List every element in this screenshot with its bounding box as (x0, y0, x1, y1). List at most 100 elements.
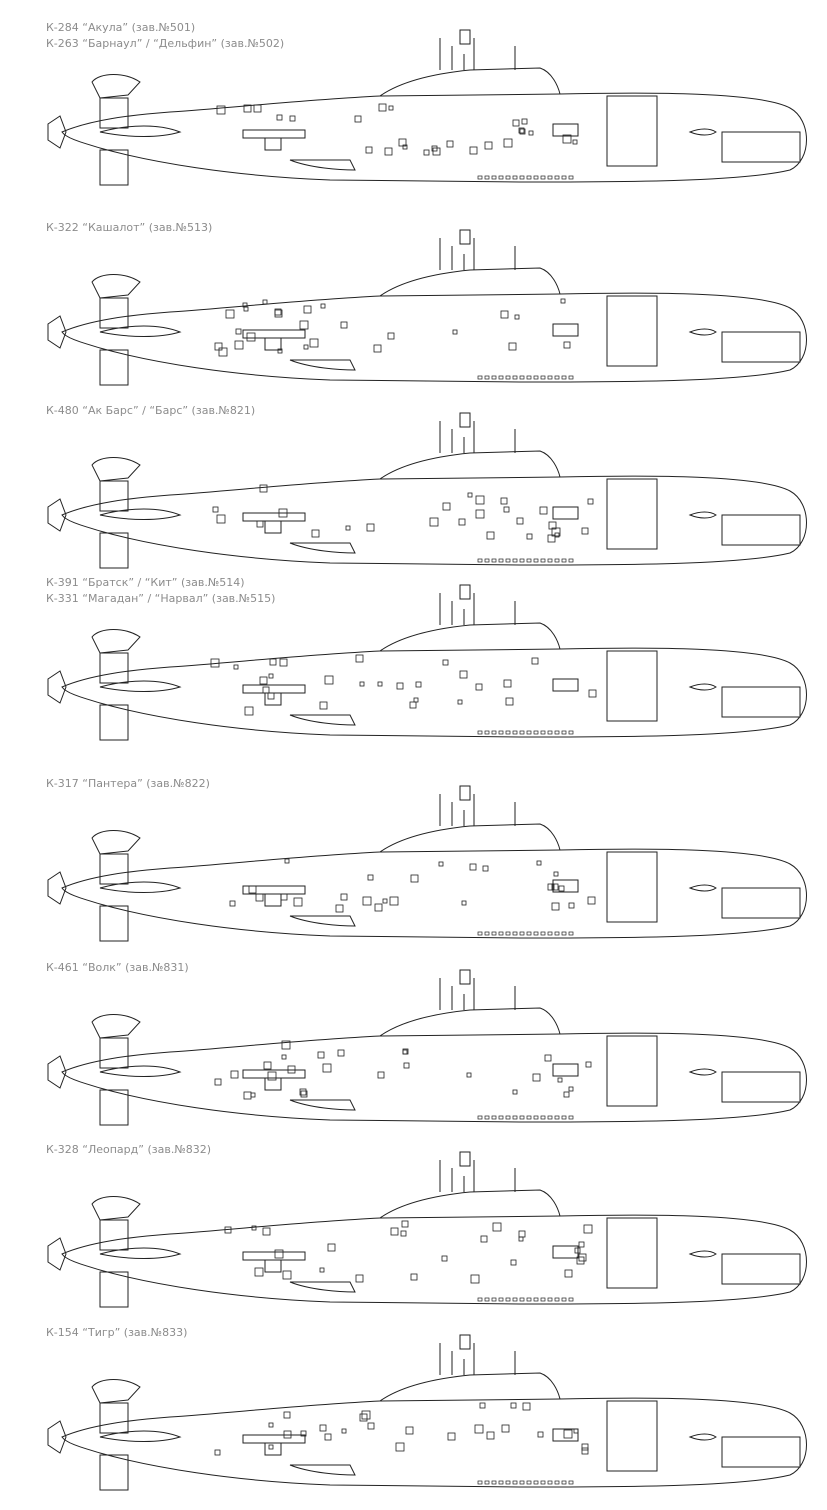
keel-vent (526, 375, 532, 380)
keel-vent (519, 375, 525, 380)
hull-opening (442, 659, 449, 666)
profile-caption: К-480 “Ак Барс” / “Барс” (зав.№821) (46, 403, 255, 419)
hull-opening (214, 1078, 222, 1086)
hull-opening (528, 130, 534, 136)
hull-opening (378, 103, 387, 112)
bow-fin (688, 1068, 717, 1076)
keel-vent (526, 558, 532, 563)
keel-vent (526, 1297, 532, 1302)
bow-sonar-window (606, 95, 658, 167)
hull-hatch (552, 678, 579, 692)
keel-vent (568, 558, 574, 563)
hull-opening (480, 1235, 488, 1243)
submarine-drawing (47, 1151, 807, 1308)
hull-opening (281, 1054, 287, 1060)
propeller (47, 670, 67, 704)
hull-opening (581, 1443, 589, 1451)
propeller (47, 1420, 67, 1454)
keel-vent (491, 1115, 497, 1120)
bow-fin (688, 511, 717, 519)
hull-opening (267, 1071, 277, 1081)
hull-opening (214, 342, 223, 351)
hull-opening (475, 509, 485, 519)
keel-vent (561, 375, 567, 380)
hull-opening (293, 897, 303, 907)
bow-plate (721, 331, 801, 363)
caption-line: К-263 “Барнаул” / “Дельфин” (зав.№502) (46, 37, 285, 50)
keel-vent (568, 1297, 574, 1302)
upper-rudder (99, 97, 129, 129)
hull-opening (581, 1447, 589, 1455)
keel-fairing (289, 159, 356, 171)
hull-hatch (552, 1063, 579, 1077)
hull-opening (395, 1442, 405, 1452)
hull-opening (536, 860, 542, 866)
keel-vent (491, 730, 497, 735)
keel-vent (561, 1480, 567, 1485)
stern-pod (91, 457, 141, 482)
hull-opening (572, 139, 578, 145)
caption-line: К-328 “Леопард” (зав.№832) (46, 1143, 212, 1156)
hull-opening (230, 1070, 239, 1079)
hull-opening (396, 682, 404, 690)
keel-vent (484, 175, 490, 180)
keel-vent (477, 375, 483, 380)
hull-opening (362, 896, 372, 906)
hull-opening (432, 147, 441, 156)
hull-opening (218, 347, 228, 357)
profile-row-2: К-322 “Кашалот” (зав.№513) (0, 220, 827, 405)
hull-opening (510, 1259, 517, 1266)
keel-vent (554, 730, 560, 735)
hull-opening (562, 134, 572, 144)
propeller (47, 315, 67, 349)
side-panel-stem (264, 137, 282, 151)
hull-opening (503, 679, 512, 688)
hull-opening (512, 119, 520, 127)
keel-vent (505, 730, 511, 735)
hull-hatch (552, 1245, 579, 1259)
keel-vent (554, 175, 560, 180)
keel-vent (526, 1115, 532, 1120)
hull-opening (574, 1247, 581, 1254)
hull-opening (359, 681, 365, 687)
keel-vent (533, 1115, 539, 1120)
keel-fairing (289, 1099, 356, 1111)
hull-opening (300, 1430, 307, 1437)
hull-opening (284, 858, 290, 864)
hull-opening (373, 344, 382, 353)
hull-opening (366, 523, 375, 532)
periscope-head (459, 412, 471, 428)
hull-opening (299, 320, 309, 330)
hull-opening (568, 1086, 574, 1092)
hull-opening (274, 309, 283, 318)
keel-vent (484, 730, 490, 735)
stabilizer (99, 1430, 182, 1442)
keel-vent (568, 175, 574, 180)
keel-vent (498, 558, 504, 563)
keel-vent (540, 1480, 546, 1485)
lower-rudder (99, 1454, 129, 1491)
keel-vent (484, 558, 490, 563)
hull-opening (551, 527, 561, 537)
bow-fin (688, 328, 717, 336)
hull-opening (539, 506, 548, 515)
stern-pod (91, 830, 141, 855)
keel-vent (533, 1480, 539, 1485)
hull-opening (573, 1428, 579, 1434)
hull-opening (299, 1088, 307, 1096)
keel-vent (512, 730, 518, 735)
hull-opening (557, 1077, 563, 1083)
keel-vent (568, 1480, 574, 1485)
keel-vent (491, 931, 497, 936)
hull-opening (287, 1065, 296, 1074)
periscope-head (459, 969, 471, 985)
hull-opening (340, 893, 348, 901)
keel-fairing (289, 542, 356, 554)
hull-opening (248, 885, 257, 894)
hull-opening (229, 900, 236, 907)
hull-opening (475, 683, 483, 691)
upper-rudder (99, 297, 129, 329)
profile-caption: К-284 “Акула” (зав.№501) К-263 “Барнаул”… (46, 20, 284, 52)
keel-vent (519, 1480, 525, 1485)
keel-vent (547, 931, 553, 936)
